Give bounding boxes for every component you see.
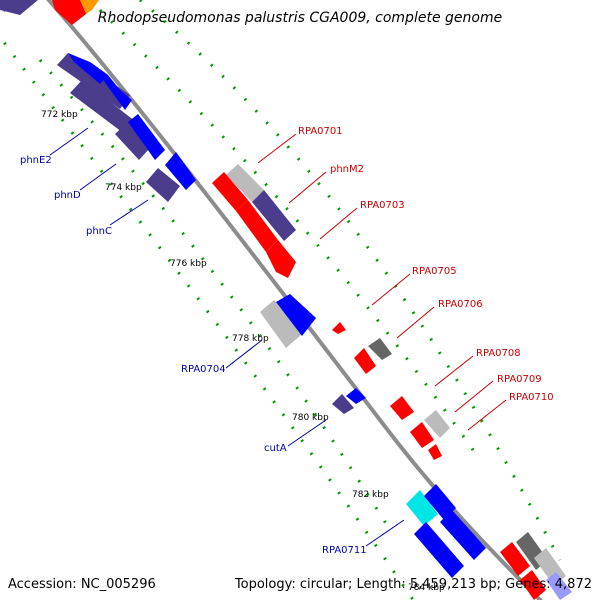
gene-arrow[interactable] xyxy=(115,122,150,160)
gene-arrow[interactable] xyxy=(52,0,90,25)
gene-arrow[interactable] xyxy=(0,0,12,12)
gene-arrow[interactable] xyxy=(90,62,132,110)
gene-label[interactable]: RPA0710 xyxy=(509,392,554,403)
gene-arrow[interactable] xyxy=(546,572,572,600)
gene-label[interactable]: RPA0703 xyxy=(360,200,405,211)
gene-leader-line xyxy=(225,339,263,369)
tick-label: 784 kbp xyxy=(408,583,445,593)
gene-leader-line xyxy=(434,355,474,387)
gene-arrow[interactable] xyxy=(414,522,464,578)
tick-label: 780 kbp xyxy=(292,413,329,423)
gene-arrow[interactable] xyxy=(146,168,180,202)
gene-arrow[interactable] xyxy=(236,200,278,252)
gene-leader-line xyxy=(288,171,327,204)
gene-leader-line xyxy=(49,127,89,156)
gene-arrow[interactable] xyxy=(440,510,486,560)
gene-arrow[interactable] xyxy=(368,338,392,360)
gene-arrow[interactable] xyxy=(410,422,434,448)
tick-label: 782 kbp xyxy=(352,490,389,500)
dotted-track-outer-right xyxy=(139,0,562,561)
gene-label[interactable]: RPA0705 xyxy=(412,266,457,277)
gene-label[interactable]: RPA0709 xyxy=(497,374,542,385)
gene-arrow[interactable] xyxy=(406,490,438,526)
gene-arrow[interactable] xyxy=(252,190,296,241)
gene-leader-line xyxy=(396,306,435,339)
tick-label: 778 kbp xyxy=(232,334,269,344)
gene-arrow[interactable] xyxy=(520,570,546,600)
gene-leader-line xyxy=(467,399,507,431)
accession-text: Accession: NC_005296 xyxy=(8,577,156,592)
gene-arrow[interactable] xyxy=(212,172,248,211)
gene-label[interactable]: RPA0708 xyxy=(476,348,521,359)
gene-leader-line xyxy=(319,207,358,240)
tick-label: 774 kbp xyxy=(105,183,142,193)
gene-label[interactable]: phnE2 xyxy=(20,155,52,166)
genome-title: Rhodopseudomonas palustris CGA009, compl… xyxy=(97,10,503,26)
gene-arrow[interactable] xyxy=(80,0,99,14)
gene-arrow[interactable] xyxy=(346,388,366,404)
gene-leader-line xyxy=(79,163,117,191)
genome-summary-text: Topology: circular; Length: 5,459,213 bp… xyxy=(234,577,592,592)
gene-label[interactable]: RPA0701 xyxy=(298,126,343,137)
gene-label[interactable]: cutA xyxy=(264,443,287,454)
gene-label[interactable]: phnM2 xyxy=(330,164,364,175)
gene-label[interactable]: RPA0711 xyxy=(322,545,367,556)
gene-leader-line xyxy=(371,273,411,306)
gene-label[interactable]: phnC xyxy=(86,226,112,237)
gene-leader-line xyxy=(109,199,149,226)
gene-arrow[interactable] xyxy=(424,484,456,520)
gene-arrow[interactable] xyxy=(276,294,316,336)
gene-arrow[interactable] xyxy=(500,542,530,576)
gene-arrow[interactable] xyxy=(260,300,302,348)
gene-label[interactable]: RPA0704 xyxy=(181,364,226,375)
gene-arrow[interactable] xyxy=(390,396,414,420)
gene-arrow[interactable] xyxy=(266,240,296,278)
gene-arrow[interactable] xyxy=(332,394,354,414)
gene-arrow[interactable] xyxy=(128,114,165,160)
gene-arrow[interactable] xyxy=(428,444,442,460)
gene-leader-line xyxy=(257,133,297,164)
gene-arrow[interactable] xyxy=(226,164,264,202)
gene-arrow[interactable] xyxy=(165,152,196,190)
gene-leader-line xyxy=(454,380,494,413)
gene-arrow[interactable] xyxy=(68,53,108,84)
gene-leader-line xyxy=(365,519,405,547)
gene-arrow[interactable] xyxy=(354,348,376,374)
gene-arrow[interactable] xyxy=(332,322,346,334)
genome-backbone xyxy=(46,0,543,600)
gene-arrow[interactable] xyxy=(57,53,130,109)
gene-label[interactable]: phnD xyxy=(54,190,81,201)
tick-label: 776 kbp xyxy=(170,259,207,269)
gene-arrow[interactable] xyxy=(70,80,140,138)
tick-label: 772 kbp xyxy=(41,110,78,120)
gene-leader-line xyxy=(287,419,327,447)
gene-label[interactable]: RPA0706 xyxy=(438,299,483,310)
gene-arrow[interactable] xyxy=(424,410,450,438)
